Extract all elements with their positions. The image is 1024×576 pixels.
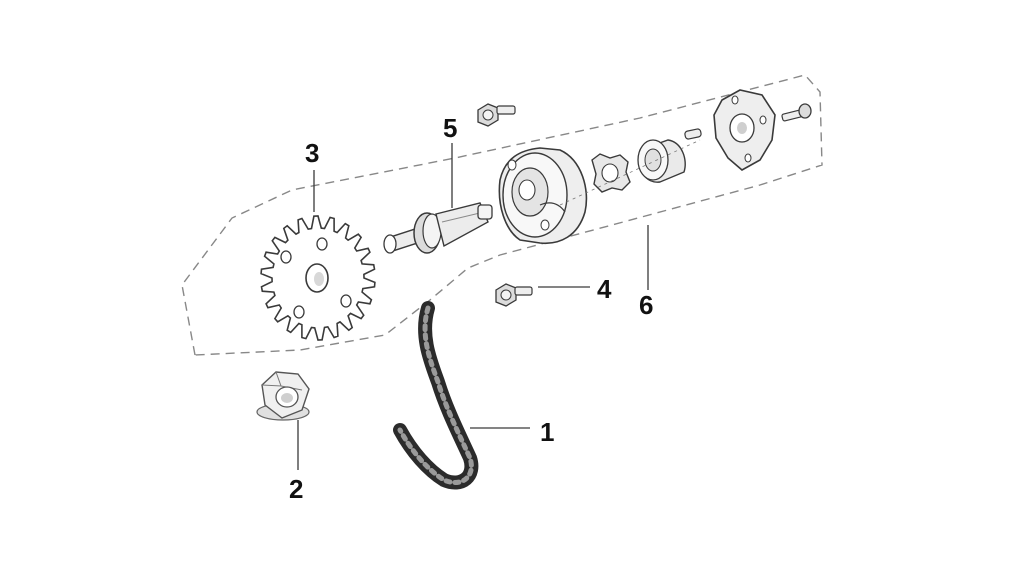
dashed-assembly-outline: [181, 74, 823, 356]
callout-2: 2: [289, 474, 303, 504]
drive-chain-part: [393, 301, 479, 490]
callout-1: 1: [540, 417, 554, 447]
inner-rotor-part: [591, 153, 631, 193]
bolt-upper-part: [477, 103, 516, 127]
outer-rotor-part: [637, 139, 686, 183]
cover-screw-part: [781, 103, 812, 122]
pump-housing-part: [498, 147, 588, 245]
pump-shaft-part: [383, 202, 493, 254]
callout-6: 6: [639, 290, 653, 320]
sprocket-part: [260, 215, 376, 341]
callout-3: 3: [305, 138, 319, 168]
flange-bolt-part: [495, 283, 533, 307]
dowel-pin-part: [684, 128, 702, 140]
assembly-axis-line: [559, 139, 701, 206]
callout-4: 4: [597, 274, 612, 304]
pump-cover-part: [713, 89, 776, 171]
leader-lines: [297, 143, 649, 470]
callout-5: 5: [443, 113, 457, 143]
flange-nut-part: [256, 371, 310, 421]
